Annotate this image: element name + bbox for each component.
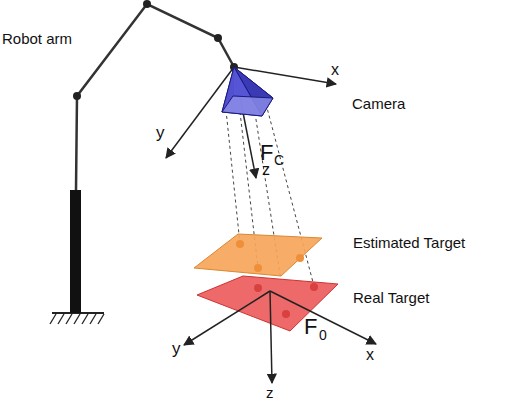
part-label: Camera bbox=[352, 96, 405, 111]
axis-label: y bbox=[172, 340, 181, 357]
target-frame bbox=[184, 291, 376, 383]
frame-subscript: 0 bbox=[319, 328, 327, 342]
part-label: Robot arm bbox=[2, 31, 72, 46]
part-label: Estimated Target bbox=[353, 235, 465, 250]
frame-label: F bbox=[304, 316, 317, 338]
axis-label: y bbox=[156, 124, 165, 141]
frame-subscript: C bbox=[274, 153, 284, 167]
camera-frustum bbox=[222, 67, 273, 116]
frame-label: F bbox=[260, 142, 273, 164]
axis-label: x bbox=[366, 347, 374, 363]
axis-label: x bbox=[331, 62, 339, 78]
axis-label: z bbox=[262, 162, 270, 178]
part-label: Real Target bbox=[353, 290, 429, 305]
axis-label: z bbox=[266, 385, 274, 400]
estimated-target bbox=[194, 234, 322, 276]
camera-frame bbox=[166, 67, 336, 178]
robot-arm bbox=[50, 0, 238, 324]
